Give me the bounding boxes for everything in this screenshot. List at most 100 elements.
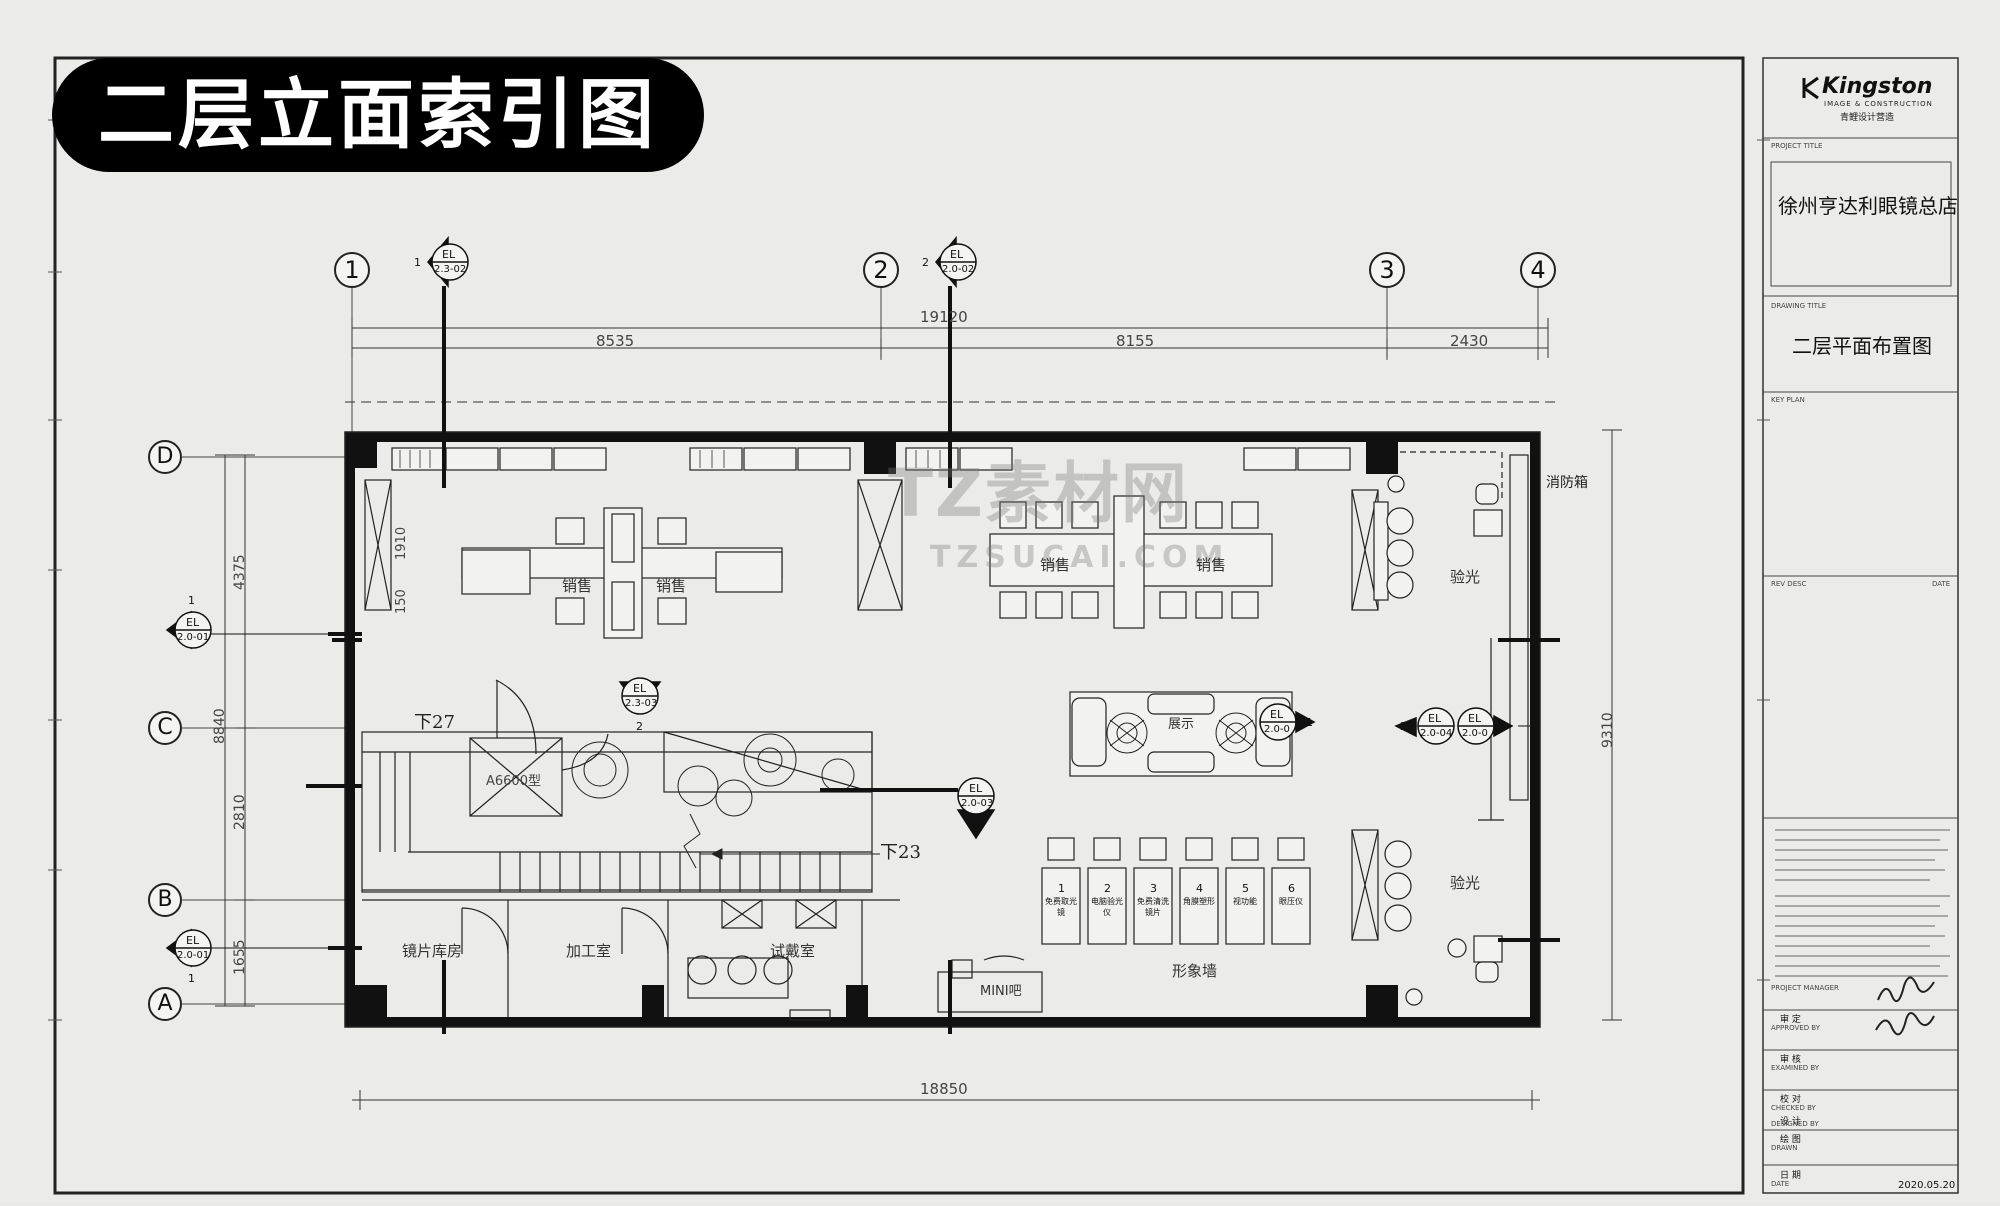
el-tag-4-el: EL	[633, 682, 647, 695]
dim-seg-3: 2430	[1450, 332, 1489, 350]
stair-down-27: 下27	[414, 712, 455, 733]
chair-2-label: 电脑验光仪	[1091, 897, 1123, 917]
room-sales-1: 销售	[562, 577, 593, 595]
optometry-area	[1373, 475, 1503, 1006]
designed-cn: 设 计	[1780, 1117, 1801, 1127]
el-tag-5-ref: 2.0-03	[961, 798, 994, 809]
el-tag-7-ref: 2.0-04	[1420, 728, 1453, 739]
notes-block	[1775, 829, 1950, 977]
room-sales-4: 销售	[1196, 556, 1227, 574]
room-mini-bar: MINI吧	[980, 984, 1022, 999]
approved-en: APPROVED BY	[1771, 1024, 1821, 1032]
el-tag-9-ref: 2.0-0	[1264, 724, 1290, 735]
el-tag-3-ref: 2.0-01	[177, 632, 210, 643]
grid-col-1: 1	[344, 256, 360, 284]
brand-logo: Kingston IMAGE & CONSTRUCTION 青鲤设计营造	[1800, 70, 1950, 124]
brand-mark-icon	[1802, 76, 1819, 100]
rev-label: REV DESC	[1771, 580, 1807, 588]
chair-5-num: 5	[1242, 882, 1249, 895]
signature-approved	[1877, 976, 1935, 1003]
brand-sub: IMAGE & CONSTRUCTION	[1824, 100, 1933, 108]
chair-1-label: 免费取光镜	[1045, 897, 1077, 917]
drawn-en: DRAWN	[1771, 1144, 1798, 1152]
designed-en: DESIGNED BY	[1771, 1120, 1819, 1128]
elevator-label: A6600型	[486, 774, 541, 789]
chair-4-num: 4	[1196, 882, 1203, 895]
room-fitting: 试戴室	[770, 942, 816, 960]
el-tag-3-el: EL	[186, 616, 200, 629]
top-display-cabinets	[391, 447, 1351, 471]
date-col-label: DATE	[1932, 580, 1951, 588]
el-tag-6-el: EL	[186, 934, 200, 947]
lower-rooms	[362, 899, 1043, 1021]
brand-cn: 青鲤设计营造	[1840, 113, 1895, 123]
el-tag-5-num: 1	[972, 820, 979, 833]
el-tag-2-num: 2	[922, 256, 929, 269]
el-tag-8-ref: 2.0-0	[1462, 728, 1488, 739]
grid-row-d: D	[156, 444, 174, 469]
building-walls	[344, 431, 1541, 1028]
dim-left-3: 1655	[232, 939, 248, 975]
el-tag-3-num: 1	[188, 594, 195, 607]
checked-cn: 校 对	[1780, 1095, 1801, 1105]
grid-bubbles-top	[334, 252, 1556, 288]
el-tag-9-num: 1	[1306, 716, 1313, 729]
date-en: DATE	[1771, 1180, 1790, 1188]
chair-6-label: 眼压仪	[1279, 897, 1303, 906]
date-cn: 日 期	[1780, 1171, 1801, 1181]
checked-en: CHECKED BY	[1771, 1104, 1816, 1112]
chair-2-num: 2	[1104, 882, 1111, 895]
title-block-frame	[1762, 57, 1959, 1194]
room-optometry-1: 验光	[1450, 568, 1481, 586]
dim-overall-bottom: 18850	[920, 1080, 968, 1098]
el-tag-5-el: EL	[969, 782, 983, 795]
chair-4-label: 角膜塑形	[1183, 897, 1215, 906]
dim-overall-top: 19120	[920, 308, 968, 326]
room-optometry-2: 验光	[1450, 874, 1481, 892]
dim-left-overall: 8840	[212, 708, 228, 744]
in-charge-label: PROJECT MANAGER	[1771, 984, 1839, 992]
project-label: PROJECT TITLE	[1771, 142, 1823, 150]
room-lens-storage: 镜片库房	[402, 942, 463, 960]
dim-seg-2: 8155	[1116, 332, 1155, 350]
el-tag-6-ref: 2.0-01	[177, 950, 210, 961]
el-tag-4-num: 2	[636, 720, 643, 733]
right-dimension	[1602, 429, 1622, 1021]
dim-seg-1: 8535	[596, 332, 635, 350]
chair-3-num: 3	[1150, 882, 1157, 895]
brand-name: Kingston	[1822, 74, 1933, 99]
left-dimension-chain	[215, 454, 255, 1007]
grid-row-c: C	[157, 715, 173, 740]
el-tag-1-el: EL	[442, 248, 456, 261]
room-sales-3: 销售	[1040, 556, 1071, 574]
chair-1-num: 1	[1058, 882, 1065, 895]
el-tag-2-el: EL	[950, 248, 964, 261]
chair-6-num: 6	[1288, 882, 1295, 895]
room-fire-box: 消防箱	[1546, 475, 1588, 491]
dim-right-overall: 9310	[1600, 712, 1616, 748]
title-banner	[52, 58, 704, 172]
grid-col-4: 4	[1530, 256, 1546, 284]
drawing-label: DRAWING TITLE	[1771, 302, 1827, 310]
chair-3-label: 免费清洗镜片	[1137, 897, 1169, 917]
grid-col-2: 2	[873, 256, 889, 284]
display-label: 展示	[1168, 717, 1195, 732]
chair-row	[1041, 837, 1311, 945]
dim-1910: 1910	[394, 526, 409, 560]
stair-arrows	[571, 733, 880, 869]
dim-left-1: 4375	[232, 554, 248, 590]
el-tag-9-el: EL	[1270, 708, 1284, 721]
room-processing: 加工室	[566, 942, 612, 960]
grid-col-3: 3	[1379, 256, 1395, 284]
chair-5-label: 视功能	[1233, 897, 1257, 906]
stair-down-23: 下23	[880, 842, 921, 863]
staircase	[361, 679, 873, 893]
drawn-cn: 绘 图	[1780, 1135, 1801, 1145]
el-tag-1-ref: 2.3-02	[434, 264, 467, 275]
el-tag-4-ref: 2.3-03	[625, 698, 658, 709]
grid-row-b: B	[157, 887, 173, 912]
plants	[1106, 712, 1257, 754]
key-plan-label: KEY PLAN	[1771, 396, 1805, 404]
